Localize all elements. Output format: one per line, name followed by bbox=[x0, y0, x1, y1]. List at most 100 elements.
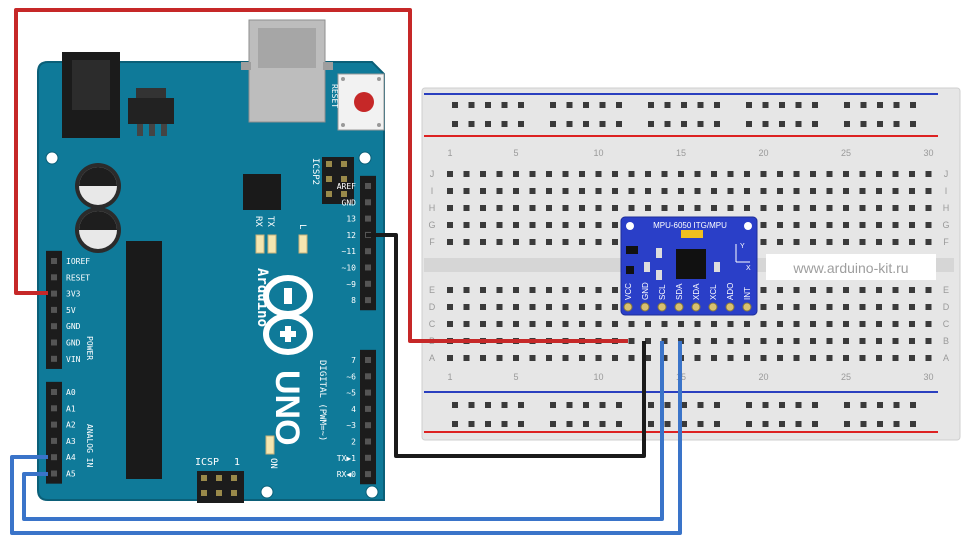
power-rail-hole bbox=[583, 121, 589, 127]
header-pin[interactable] bbox=[216, 490, 222, 496]
sensor-pin[interactable] bbox=[691, 302, 701, 312]
sensor-pin[interactable] bbox=[623, 302, 633, 312]
breadboard-hole bbox=[925, 205, 932, 211]
header-pin[interactable] bbox=[51, 355, 57, 362]
breadboard-hole bbox=[628, 188, 635, 194]
header-pin[interactable] bbox=[51, 405, 57, 412]
breadboard-hole bbox=[496, 239, 503, 245]
breadboard-hole bbox=[612, 188, 618, 194]
header-pin[interactable] bbox=[365, 215, 371, 222]
header-pin[interactable] bbox=[51, 274, 57, 281]
header-pin[interactable] bbox=[51, 454, 57, 461]
uno-model-text: UNO bbox=[268, 370, 306, 446]
header-pin[interactable] bbox=[326, 191, 332, 197]
header-pin[interactable] bbox=[326, 161, 332, 167]
header-pin[interactable] bbox=[365, 405, 371, 412]
breadboard-hole bbox=[859, 338, 866, 344]
header-pin[interactable] bbox=[201, 490, 207, 496]
breadboard-hole bbox=[925, 239, 932, 245]
header-pin[interactable] bbox=[51, 290, 57, 297]
breadboard-hole bbox=[529, 222, 536, 228]
header-pin[interactable] bbox=[365, 280, 371, 287]
breadboard-hole bbox=[810, 188, 816, 194]
icsp2-header[interactable] bbox=[322, 157, 354, 204]
row-letter: I bbox=[431, 186, 434, 196]
wire-a5-to-scl[interactable] bbox=[22, 341, 664, 521]
wire-3v3-to-vcc[interactable] bbox=[14, 8, 628, 343]
header-pin[interactable] bbox=[365, 422, 371, 429]
sensor-pin[interactable] bbox=[640, 302, 650, 312]
header-pin[interactable] bbox=[51, 437, 57, 444]
row-letter: G bbox=[428, 220, 435, 230]
column-number: 15 bbox=[676, 148, 686, 158]
power-rail-hole bbox=[746, 421, 752, 427]
breadboard-hole bbox=[645, 355, 651, 361]
power-rail-hole bbox=[812, 121, 818, 127]
breadboard-hole bbox=[859, 321, 866, 327]
header-pin[interactable] bbox=[365, 297, 371, 304]
header-pin[interactable] bbox=[365, 199, 371, 206]
reset-button[interactable]: RESET bbox=[330, 73, 385, 131]
header-pin[interactable] bbox=[365, 389, 371, 396]
pin-label: 8 bbox=[351, 296, 356, 305]
breadboard-hole bbox=[529, 205, 536, 211]
header-pin[interactable] bbox=[51, 339, 57, 346]
sensor-pin[interactable] bbox=[708, 302, 718, 312]
header-pin[interactable] bbox=[341, 176, 347, 182]
header-pin[interactable] bbox=[51, 470, 57, 477]
pin-label: A3 bbox=[66, 437, 76, 446]
pin-label: RX◀0 bbox=[337, 470, 356, 479]
pin-label: 2 bbox=[351, 438, 356, 447]
column-number: 1 bbox=[447, 372, 452, 382]
sensor-pin[interactable] bbox=[742, 302, 752, 312]
breadboard-hole bbox=[793, 222, 800, 228]
header-pin[interactable] bbox=[231, 490, 237, 496]
sensor-pin[interactable] bbox=[725, 302, 735, 312]
breadboard-hole bbox=[562, 222, 569, 228]
breadboard-hole bbox=[579, 355, 585, 361]
breadboard-hole bbox=[546, 355, 552, 361]
power-rail-hole bbox=[795, 102, 802, 108]
power-rail-hole bbox=[501, 421, 508, 427]
icsp-header[interactable] bbox=[197, 471, 244, 503]
header-pin[interactable] bbox=[51, 306, 57, 313]
header-pin[interactable] bbox=[365, 264, 371, 271]
header-pin[interactable] bbox=[365, 438, 371, 445]
breadboard-hole bbox=[645, 188, 651, 194]
header-pin[interactable] bbox=[365, 454, 371, 461]
l-label: L bbox=[297, 224, 307, 229]
header-pin[interactable] bbox=[51, 389, 57, 395]
header-pin[interactable] bbox=[365, 357, 371, 363]
header-pin[interactable] bbox=[51, 323, 57, 330]
header-pin[interactable] bbox=[231, 475, 237, 481]
row-letter: J bbox=[944, 169, 949, 179]
power-rail-hole bbox=[844, 121, 850, 127]
breadboard-hole bbox=[496, 171, 503, 177]
header-pin[interactable] bbox=[365, 248, 371, 255]
sensor-pin[interactable] bbox=[674, 302, 684, 312]
breadboard-hole bbox=[859, 355, 866, 361]
header-pin[interactable] bbox=[326, 176, 332, 182]
breadboard-hole bbox=[876, 304, 882, 310]
breadboard-hole bbox=[925, 222, 932, 228]
breadboard-hole bbox=[744, 188, 750, 194]
pin-label: TX▶1 bbox=[337, 454, 356, 463]
row-letter: B bbox=[943, 336, 949, 346]
wire-a4-to-sda[interactable] bbox=[10, 341, 682, 535]
header-pin[interactable] bbox=[365, 183, 371, 189]
row-letter: A bbox=[429, 353, 435, 363]
sensor-pin[interactable] bbox=[657, 302, 667, 312]
breadboard-hole bbox=[513, 321, 519, 327]
header-pin[interactable] bbox=[51, 421, 57, 428]
header-pin[interactable] bbox=[341, 161, 347, 167]
header-pin[interactable] bbox=[216, 475, 222, 481]
header-pin[interactable] bbox=[365, 471, 371, 478]
power-rail-hole bbox=[762, 102, 769, 108]
breadboard-hole bbox=[645, 171, 651, 177]
header-pin[interactable] bbox=[341, 191, 347, 197]
header-pin[interactable] bbox=[201, 475, 207, 481]
header-pin[interactable] bbox=[365, 373, 371, 380]
wire-gnd-to-gnd[interactable] bbox=[366, 233, 646, 458]
header-pin[interactable] bbox=[51, 258, 57, 264]
